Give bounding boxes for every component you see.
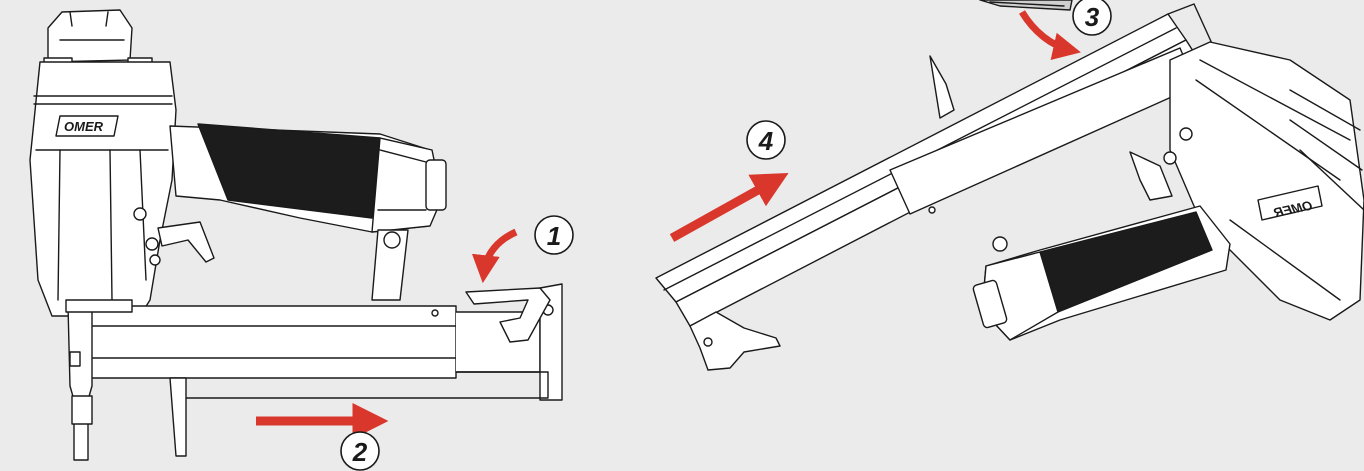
magazine-latch-right xyxy=(689,311,781,371)
stapler-right: OMER xyxy=(655,0,1364,371)
trigger-left xyxy=(157,221,215,263)
step-4-number: 4 xyxy=(758,126,774,156)
brand-plate-left xyxy=(55,115,119,137)
step-2-number: 2 xyxy=(352,437,368,467)
step-3-number: 3 xyxy=(1085,2,1100,32)
stapler-left-body xyxy=(29,61,177,317)
nose-left xyxy=(67,305,93,461)
trigger-right xyxy=(1129,151,1173,201)
brand-label-left: OMER xyxy=(64,119,104,134)
handle-grip-left xyxy=(197,123,381,219)
step-3-label: 3 xyxy=(1072,0,1112,36)
step-3-arrow xyxy=(1018,10,1081,61)
magazine-left xyxy=(89,305,457,379)
step-4-arrow xyxy=(669,172,789,242)
stapler-left: OMER xyxy=(29,9,563,461)
brand-plate-right xyxy=(1257,185,1323,221)
stapler-left-cap xyxy=(47,9,133,63)
step-1-number: 1 xyxy=(547,221,561,251)
step-4-label: 4 xyxy=(746,120,786,160)
step-1-arrow xyxy=(471,228,518,284)
magazine-latch-left xyxy=(465,287,551,343)
step-1-label: 1 xyxy=(534,215,574,255)
step-2-label: 2 xyxy=(340,431,380,471)
